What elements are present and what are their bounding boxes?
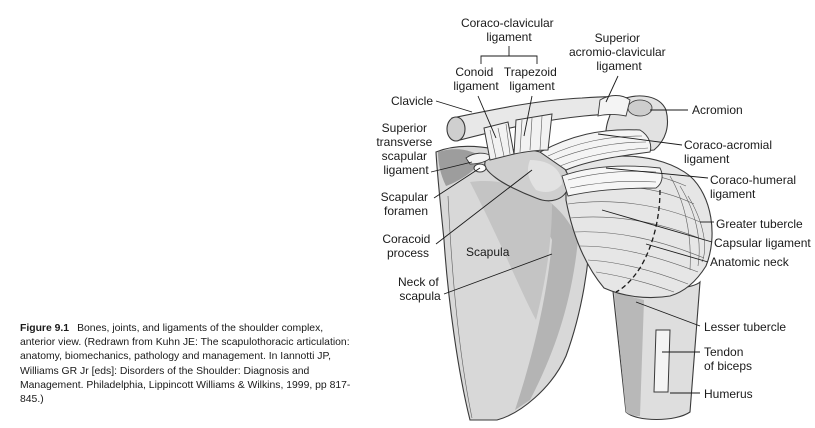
label-scapular-foramen: Scapular foramen bbox=[381, 190, 432, 218]
label-anatomic-neck: Anatomic neck bbox=[710, 255, 790, 269]
coraco-humeral-fibers bbox=[567, 170, 657, 189]
label-capsular-ligament: Capsular ligament bbox=[714, 236, 811, 250]
superior-acromio-clavicular-leader bbox=[605, 75, 619, 103]
label-lesser-tubercle: Lesser tubercle bbox=[704, 320, 786, 334]
superior-transverse-scapular-leader bbox=[430, 161, 473, 173]
scapular-foramen-leader bbox=[433, 167, 481, 199]
labels: Coraco-clavicular ligament Conoid ligame… bbox=[376, 16, 811, 401]
label-superior-transverse-scapular: Superior transverse scapular ligament bbox=[376, 121, 435, 177]
coracoid-tip-shade bbox=[528, 160, 562, 192]
coraco-humeral-ligament bbox=[561, 165, 663, 197]
anatomic-neck-line bbox=[615, 189, 661, 293]
coraco-clavicular-bracket bbox=[480, 46, 538, 64]
trapezoid-leader bbox=[523, 95, 533, 137]
conoid-ligament bbox=[483, 121, 515, 161]
conoid-leader bbox=[477, 95, 497, 139]
label-superior-acromio-clavicular: Superior acromio-clavicular ligament bbox=[569, 31, 669, 73]
label-clavicle: Clavicle bbox=[391, 94, 433, 108]
scapula-lateral-border-shade bbox=[500, 180, 578, 410]
label-coraco-acromial: Coraco-acromial ligament bbox=[684, 138, 775, 166]
clavicle-end bbox=[446, 116, 466, 142]
coraco-acromial-fibers bbox=[547, 135, 649, 167]
clavicle-leader bbox=[435, 100, 473, 113]
coraco-humeral-leader bbox=[605, 167, 709, 179]
neck-of-scapula-leader bbox=[443, 253, 553, 295]
label-coraco-clavicular: Coraco-clavicular ligament bbox=[461, 16, 557, 44]
lesser-tubercle-leader bbox=[635, 301, 701, 327]
label-tendon-of-biceps: Tendon of biceps bbox=[704, 345, 752, 373]
bicipital-groove bbox=[653, 329, 671, 393]
label-neck-of-scapula: Neck of scapula bbox=[398, 275, 442, 303]
coracoid-process-leader bbox=[435, 169, 533, 245]
neck-of-scapula-shade bbox=[470, 180, 552, 320]
label-acromion: Acromion bbox=[692, 103, 743, 117]
capsular-ligament-leader bbox=[601, 209, 713, 243]
humeral-head bbox=[565, 155, 713, 299]
acromion-highlight bbox=[627, 99, 653, 117]
label-coracoid-process: Coracoid process bbox=[382, 232, 433, 260]
trapezoid-ligament bbox=[513, 113, 553, 155]
label-humerus: Humerus bbox=[704, 387, 753, 401]
label-conoid: Conoid ligament bbox=[453, 65, 499, 93]
trapezoid-fibers bbox=[519, 115, 543, 153]
label-greater-tubercle: Greater tubercle bbox=[716, 217, 803, 231]
anatomic-neck-leader bbox=[645, 243, 709, 263]
conoid-fibers bbox=[489, 123, 511, 159]
superior-acromio-clavicular-ligament bbox=[597, 95, 631, 117]
label-coraco-humeral: Coraco-humeral ligament bbox=[710, 173, 799, 201]
figure-number: Figure 9.1 bbox=[20, 323, 70, 334]
humerus-shaft-shade bbox=[614, 290, 644, 416]
leader-lines bbox=[430, 75, 714, 394]
scapula-vertebral-line bbox=[447, 195, 473, 419]
coraco-acromial-leader bbox=[597, 133, 683, 146]
label-trapezoid: Trapezoid ligament bbox=[504, 65, 560, 93]
caption-text: Bones, joints, and ligaments of the shou… bbox=[20, 323, 351, 406]
label-scapula: Scapula bbox=[466, 245, 510, 259]
shoulder-illustration bbox=[435, 95, 713, 421]
